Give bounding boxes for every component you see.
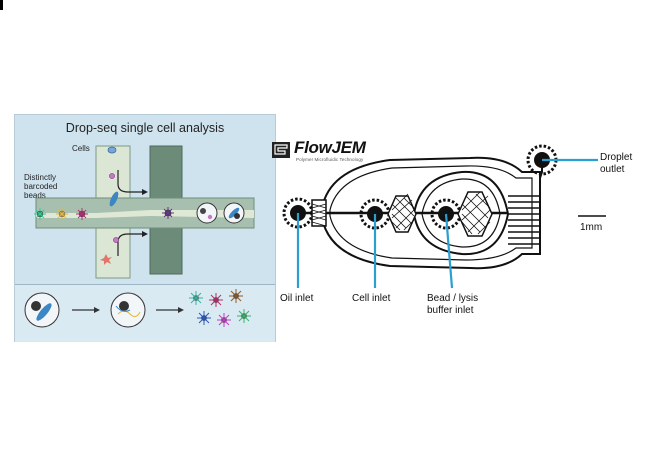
cell-star-red [100,254,112,265]
beads-label: Distinctly barcoded beads [24,173,58,200]
cell-purple-2 [113,237,119,243]
cell-elongated [109,191,119,207]
drop-seq-title: Drop-seq single cell analysis [65,121,225,135]
panel-divider [15,284,275,285]
bead-inlet-label: Bead / lysis buffer inlet [427,293,479,316]
cells-label: Cells [72,144,90,153]
bead-filter [457,191,493,237]
serpentine-channel [508,195,541,245]
junction-bead [162,207,174,219]
cell-inlet-label: Cell inlet [352,293,391,304]
process-droplet-1 [24,292,60,328]
scale-bar-label: 1mm [580,222,603,233]
droplet-1 [196,202,218,224]
oil-filter [311,199,327,227]
flow-arrow-upper [117,170,142,193]
process-droplet-2 [110,292,146,328]
barcoded-bead-cluster [189,289,251,327]
flowjem-title: FlowJEM [294,138,366,157]
corner-mark [0,0,3,10]
flow-arrow-lower-head [142,231,148,237]
cell-filter [387,193,417,233]
droplet-2 [223,202,245,224]
cell-top [107,146,117,154]
outlet-channel [539,165,543,196]
droplet-outlet-label: Droplet outlet [600,152,633,175]
oil-inlet-label: Oil inlet [280,293,314,304]
bead-inlet-leader [444,213,454,289]
flowjem-logo-icon [272,142,290,158]
outer-channel [321,156,541,270]
outer-channel-inner [329,165,533,261]
flow-arrow-upper-head [142,189,148,195]
bead-1 [34,208,46,220]
cell-purple-1 [109,173,115,179]
bead-2 [56,208,68,220]
flowjem-subtitle: Polymer Microfluidic Technology [296,157,364,162]
bead-3 [76,208,88,220]
